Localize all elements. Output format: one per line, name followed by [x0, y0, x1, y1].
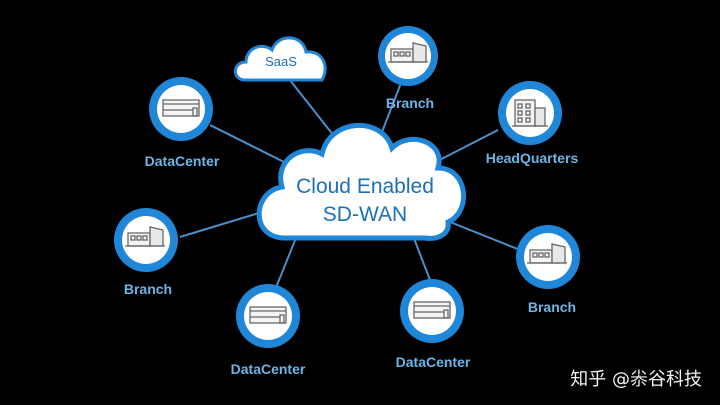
node-label: DataCenter	[145, 153, 220, 169]
core-title-line1: Cloud Enabled	[296, 175, 434, 198]
datacenter-building-icon	[162, 99, 200, 117]
branch-building-icon	[388, 42, 428, 63]
datacenter-building-icon	[413, 301, 451, 319]
node-label: Branch	[124, 281, 172, 297]
saas-cloud-icon	[233, 36, 327, 82]
link-branch-right	[444, 219, 521, 251]
node-datacenter-bottom-left: DataCenter	[231, 284, 306, 377]
node-label: DataCenter	[396, 354, 471, 370]
core-cloud: Cloud Enabled SD-WAN	[256, 123, 467, 241]
watermark: 知乎 @尜谷科技	[570, 369, 702, 390]
node-datacenter-top-left: DataCenter	[145, 77, 220, 169]
node-label: HeadQuarters	[486, 150, 579, 166]
node-datacenter-bottom-right: DataCenter	[396, 279, 471, 370]
node-branch-left: Branch	[114, 208, 178, 297]
node-label: Branch	[386, 95, 434, 111]
branch-building-icon	[125, 226, 165, 247]
node-headquarters: HeadQuarters	[486, 81, 579, 166]
core-cloud-icon	[256, 123, 467, 241]
headquarters-building-icon	[512, 99, 548, 127]
saas-cloud: SaaS	[233, 36, 327, 82]
saas-label: SaaS	[265, 54, 297, 69]
datacenter-building-icon	[249, 306, 287, 324]
branch-building-icon	[527, 243, 567, 264]
node-branch-right: Branch	[516, 225, 580, 315]
link-datacenter-top-left	[209, 124, 291, 166]
core-title-line2: SD-WAN	[323, 203, 407, 226]
node-label: Branch	[528, 299, 576, 315]
node-label: DataCenter	[231, 361, 306, 377]
node-branch-top: Branch	[378, 26, 438, 111]
